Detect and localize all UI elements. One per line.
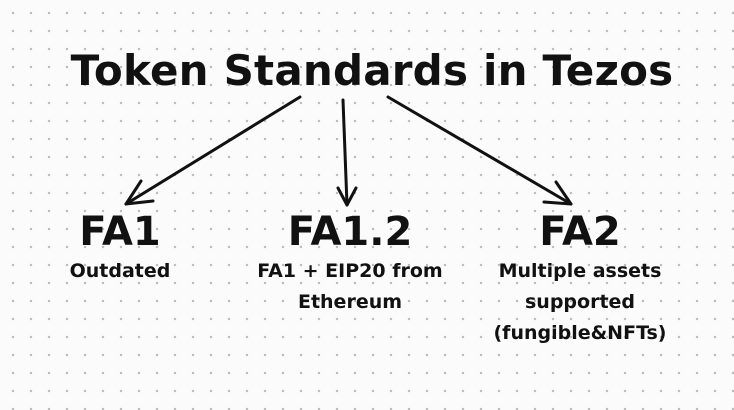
node-fa1: FA1 Outdated (30, 208, 210, 287)
arrow-to-fa2 (386, 95, 573, 206)
node-fa2-name: FA2 (539, 209, 621, 255)
node-fa2-description: Multiple assets supported (fungible&NFTs… (493, 260, 667, 344)
diagram-title: Token Standards in Tezos (70, 46, 674, 95)
node-fa1-2: FA1.2 FA1 + EIP20 from Ethereum (235, 208, 465, 318)
node-fa1-name: FA1 (79, 209, 161, 255)
node-fa1-2-name: FA1.2 (287, 209, 413, 255)
node-fa1-description: Outdated (69, 260, 171, 282)
node-fa1-2-description: FA1 + EIP20 from Ethereum (257, 260, 443, 313)
node-fa2: FA2 Multiple assets supported (fungible&… (475, 208, 685, 349)
arrow-to-fa1-2 (336, 98, 358, 207)
arrow-to-fa1 (124, 95, 302, 206)
